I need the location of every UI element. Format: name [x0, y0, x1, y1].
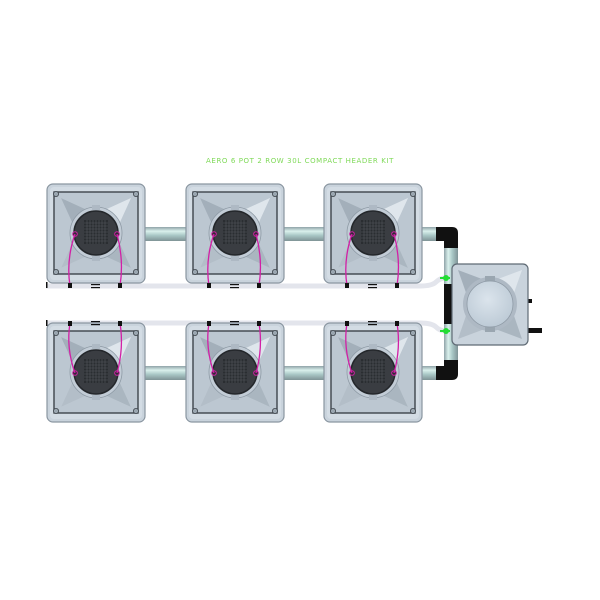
pot-4 — [46, 322, 146, 423]
pot-6 — [323, 322, 423, 423]
spray-lines-bottom — [68, 322, 400, 374]
pot-3 — [323, 183, 423, 284]
top-row-manifold-pipe — [145, 227, 438, 241]
tube-tee-fittings — [46, 282, 399, 326]
bottom-row-manifold-pipe — [145, 366, 438, 380]
pot-1 — [46, 183, 146, 284]
spray-lines-top — [68, 233, 400, 287]
bottom-elbow — [436, 360, 458, 380]
pot-5 — [185, 322, 285, 423]
green-connectors — [440, 275, 450, 334]
top-elbow — [436, 227, 458, 248]
diagram-title: AERO 6 POT 2 ROW 30L COMPACT HEADER KIT — [206, 157, 394, 165]
header-tank — [451, 263, 542, 346]
pot-2 — [185, 183, 285, 284]
